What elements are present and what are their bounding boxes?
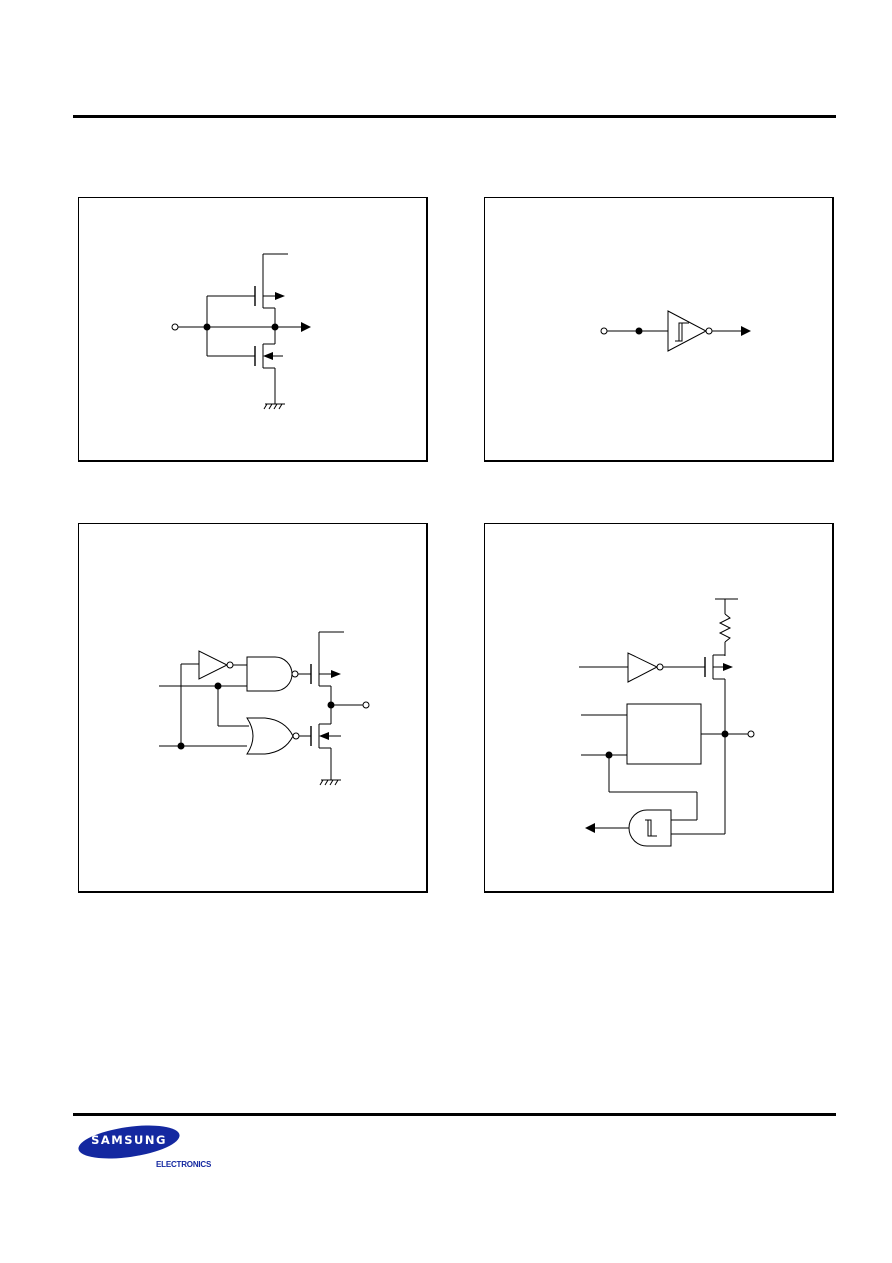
inverter-gate bbox=[627, 652, 664, 683]
ground-symbol bbox=[319, 779, 341, 786]
schmitt-inverter-gate bbox=[667, 310, 713, 352]
input-terminal bbox=[171, 323, 179, 331]
output-arrow bbox=[741, 326, 751, 336]
logo-wordmark: SAMSUNG bbox=[91, 1133, 167, 1147]
schmitt-inverter-schematic bbox=[600, 310, 751, 352]
ground-symbol bbox=[263, 403, 285, 410]
input-terminal bbox=[600, 327, 608, 335]
diagram-panel-open-drain-io bbox=[484, 523, 834, 893]
inverter-gate bbox=[198, 650, 234, 680]
tristate-output-schematic bbox=[159, 631, 370, 786]
input-junction bbox=[635, 327, 643, 335]
pad-terminal bbox=[747, 730, 755, 738]
diagram-panel-tristate-output bbox=[78, 523, 428, 893]
pmos-transistor bbox=[207, 284, 285, 308]
header-rule bbox=[73, 115, 836, 118]
pmos-transistor bbox=[704, 654, 733, 679]
enable-junction bbox=[177, 742, 185, 750]
diagram-panel-cmos-inverter bbox=[78, 197, 428, 462]
footer-rule bbox=[73, 1113, 836, 1116]
input-junction bbox=[203, 323, 211, 331]
schmitt-and-gate bbox=[628, 809, 672, 847]
nmos-transistor bbox=[310, 723, 341, 748]
pull-up-resistor bbox=[718, 613, 732, 643]
cmos-inverter-schematic bbox=[171, 253, 311, 410]
function-block bbox=[626, 703, 702, 765]
and-output-arrow bbox=[585, 823, 595, 833]
nmos-transistor bbox=[207, 343, 283, 368]
output-terminal bbox=[362, 701, 370, 709]
logo-subtitle: ELECTRONICS bbox=[156, 1160, 212, 1169]
diagram-panel-schmitt-inverter bbox=[484, 197, 834, 462]
open-drain-io-schematic bbox=[579, 598, 755, 847]
output-arrow bbox=[301, 322, 311, 332]
samsung-logo-icon bbox=[78, 1125, 180, 1159]
nand-gate bbox=[246, 656, 299, 692]
nor-gate bbox=[246, 717, 300, 755]
pmos-transistor bbox=[310, 662, 341, 686]
